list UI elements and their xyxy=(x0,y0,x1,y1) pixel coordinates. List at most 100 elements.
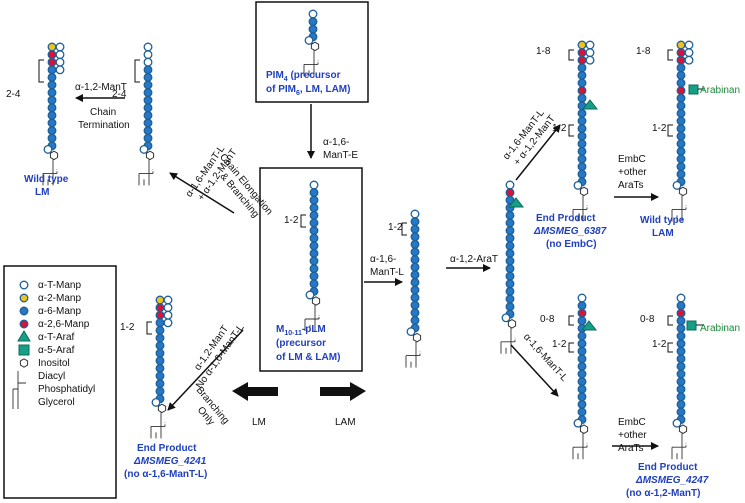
manT-L-center-2: ManT-L xyxy=(370,267,404,278)
mannose-red xyxy=(577,86,587,96)
embc-top-1: EmbC xyxy=(618,154,646,165)
lam-direction-arrow xyxy=(320,382,366,401)
mannose-blue xyxy=(676,139,686,149)
mannose-blue xyxy=(505,286,515,296)
arabinose-triangle xyxy=(507,197,525,208)
arabinan-label-bottom: Arabinan xyxy=(700,323,740,334)
branch-bracket xyxy=(38,59,44,83)
mannose-red xyxy=(47,57,57,67)
mannose-blue xyxy=(47,126,57,136)
legend-triangle-icon xyxy=(17,330,31,342)
glycolipid-structures xyxy=(38,9,704,460)
arabinan-label-top: Arabinan xyxy=(700,85,740,96)
mannose-blue xyxy=(410,308,420,318)
branch-bracket xyxy=(568,342,574,353)
mannose-blue xyxy=(410,224,420,234)
arrow-to-d6387 xyxy=(515,124,561,181)
arat-label: α-1,2-AraT xyxy=(450,254,498,265)
mannose-open xyxy=(55,57,65,67)
mannose-blue xyxy=(155,371,165,381)
legend-label: Diacyl xyxy=(38,371,65,382)
mannose-blue xyxy=(676,407,686,417)
branch-plm: 1-2 xyxy=(284,215,299,226)
lipid-anchor xyxy=(303,50,319,77)
mannose-blue xyxy=(155,325,165,335)
mannose-blue xyxy=(676,361,686,371)
mannose-open xyxy=(143,57,153,67)
mannose-blue xyxy=(309,210,319,220)
mannose-open xyxy=(163,295,173,305)
arabinan-square xyxy=(688,84,699,95)
mannose-blue xyxy=(309,264,319,274)
mannose-blue xyxy=(676,323,686,333)
lam-flow-label: LAM xyxy=(335,417,356,428)
embc-bottom-1: EmbC xyxy=(618,417,646,428)
mannose-blue xyxy=(676,63,686,73)
branch-bracket xyxy=(134,59,140,83)
mannose-blue xyxy=(309,218,319,228)
mannose-blue xyxy=(309,248,319,258)
mannose-blue xyxy=(143,103,153,113)
mannose-blue xyxy=(577,392,587,402)
mannose-open xyxy=(163,310,173,320)
mannose-blue xyxy=(577,131,587,141)
mannose-open xyxy=(55,50,65,60)
mannose-red xyxy=(676,308,686,318)
mannose-blue xyxy=(143,110,153,120)
d6387-title-1: End Product xyxy=(536,213,596,224)
branch-wtlam-mid: 1-2 xyxy=(652,123,667,134)
branch-bracket xyxy=(568,315,574,326)
mannose-gold xyxy=(19,293,29,303)
mannose-blue xyxy=(505,294,515,304)
mannose-open xyxy=(672,180,682,190)
mannose-open xyxy=(406,327,416,337)
legend-label: α-T-Manp xyxy=(38,280,81,291)
mannose-blue xyxy=(143,118,153,128)
manT-E-label-1: α-1,6- xyxy=(323,137,349,148)
mannose-blue xyxy=(47,103,57,113)
mannose-blue xyxy=(577,124,587,134)
branch-d4247-top: 0-8 xyxy=(540,314,555,325)
mannose-blue xyxy=(410,239,420,249)
mannose-blue xyxy=(505,248,515,258)
mannose-open xyxy=(151,397,161,407)
mannose-red xyxy=(577,308,587,318)
branch-wtlm-left: 2-4 xyxy=(6,89,21,100)
mannose-blue xyxy=(155,348,165,358)
lipid-anchor xyxy=(304,305,320,331)
mannose-blue xyxy=(676,70,686,80)
mannose-open xyxy=(410,209,420,219)
arabinose-triangle xyxy=(580,320,598,331)
mannose-blue xyxy=(505,210,515,220)
mannose-blue xyxy=(505,218,515,228)
mannose-open xyxy=(308,9,318,19)
mannose-blue xyxy=(577,139,587,149)
d4241-title-3: (no α-1,6-ManT-L) xyxy=(124,469,207,480)
mannose-open xyxy=(305,290,315,300)
inositol-hexagon xyxy=(412,332,422,343)
mannose-blue xyxy=(676,377,686,387)
mannose-red xyxy=(577,48,587,58)
mannose-blue xyxy=(308,24,318,34)
arrow-plm-to-elongation xyxy=(169,172,235,214)
inositol-hexagon xyxy=(507,319,517,329)
mannose-blue xyxy=(577,384,587,394)
mannose-red xyxy=(505,188,515,198)
mannose-open xyxy=(55,65,65,75)
wt-lm-title-1: Wild type xyxy=(24,174,69,185)
branch-wtlam-top: 1-8 xyxy=(636,46,651,57)
legend-lipid-icon xyxy=(12,371,26,409)
mannose-blue xyxy=(309,256,319,266)
mannose-blue xyxy=(143,88,153,98)
mannose-red xyxy=(676,48,686,58)
mannose-red xyxy=(19,319,29,329)
mannose-gold xyxy=(155,295,165,305)
mannose-blue xyxy=(676,354,686,364)
arabinose-triangle xyxy=(581,99,599,110)
legend-box xyxy=(3,265,117,499)
mannose-blue xyxy=(676,93,686,103)
mannose-open xyxy=(143,50,153,60)
mannose-blue xyxy=(676,154,686,164)
legend-label: α-6-Manp xyxy=(38,306,81,317)
branch-d6387-top: 1-8 xyxy=(536,46,551,57)
